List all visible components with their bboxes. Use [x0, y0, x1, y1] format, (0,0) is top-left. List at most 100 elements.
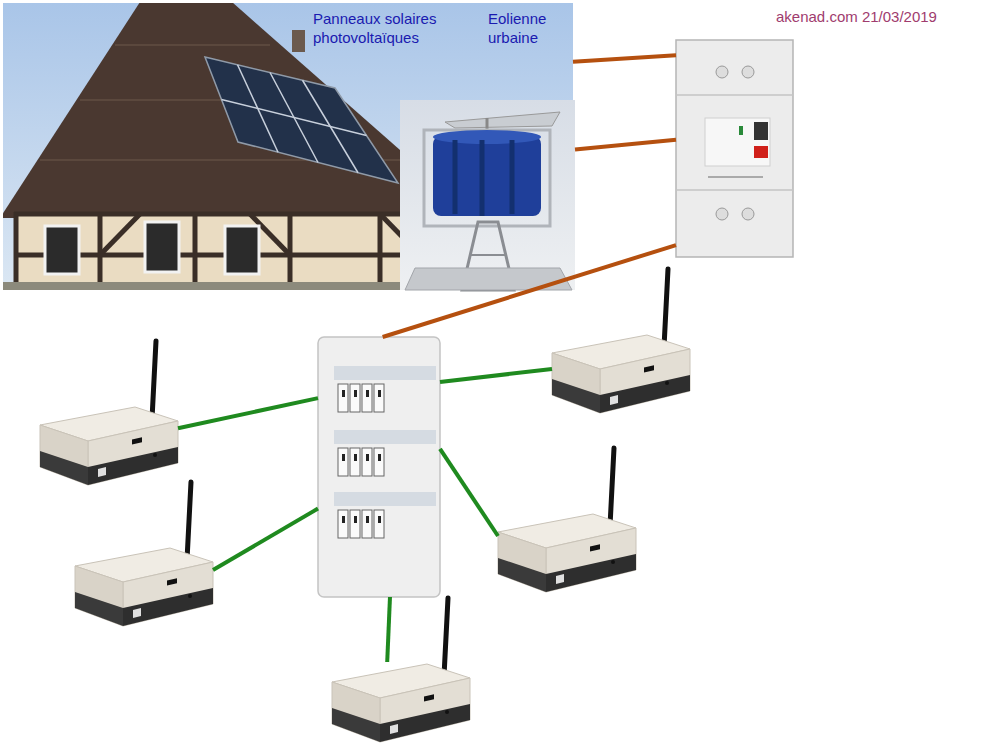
distribution-panel: [342, 390, 345, 397]
house-photo: [14, 212, 19, 290]
house-photo: [378, 212, 383, 290]
breaker-module: [705, 118, 770, 166]
wind-turbine-photo: [470, 254, 506, 256]
breaker-module: [739, 126, 743, 135]
distribution-panel: [318, 337, 440, 597]
wind-turbine-photo: [453, 140, 458, 214]
wind-turbine-photo: [445, 112, 560, 128]
distribution-panel: [350, 384, 360, 412]
distribution-panel: [350, 448, 360, 476]
house-photo: [100, 214, 140, 255]
distribution-panel: [334, 492, 436, 506]
jeedom-box: [498, 448, 636, 592]
cable-connector: [213, 509, 318, 570]
breaker-module: [742, 208, 754, 220]
solar-house-photo: Panneaux solaires photovoltaïques: [3, 3, 573, 290]
jeedom-box: [552, 333, 690, 413]
distribution-panel: [318, 337, 440, 597]
distribution-panel: [366, 516, 369, 523]
cable-connector: [440, 449, 498, 536]
jeedom-box: [75, 482, 213, 626]
wind-turbine-photo: [510, 140, 515, 214]
distribution-panel: [334, 430, 436, 444]
distribution-panel: [342, 516, 345, 523]
breaker-module: [676, 94, 793, 96]
cable-connector: [440, 369, 552, 382]
wind-turbine-photo: [480, 140, 485, 216]
watermark: akenad.com 21/03/2019: [776, 8, 937, 25]
jeedom-box: [332, 598, 470, 742]
house-photo: [145, 222, 179, 272]
jeedom-box: [498, 512, 636, 592]
distribution-panel: [378, 390, 381, 397]
distribution-panel: [318, 337, 440, 597]
house-photo: [193, 212, 198, 290]
distribution-panel: [338, 448, 348, 476]
distribution-panel: [374, 448, 384, 476]
cable-connector: [387, 597, 390, 662]
breaker-module: [754, 146, 768, 158]
jeedom-box: [332, 662, 470, 742]
distribution-panel: [334, 430, 436, 476]
house-photo: [45, 226, 79, 274]
distribution-panel: [378, 516, 381, 523]
house-photo: [14, 212, 424, 290]
jeedom-box: [552, 269, 690, 413]
breaker-module: [754, 122, 768, 140]
jeedom-box: [75, 546, 213, 626]
distribution-panel: [366, 390, 369, 397]
breaker-module: [708, 176, 763, 178]
distribution-panel: [338, 510, 348, 538]
distribution-panel: [362, 510, 372, 538]
wind-turbine-photo: Eolienne urbaine: [400, 100, 575, 290]
cable-connector: [383, 245, 676, 337]
breaker-module: [716, 208, 728, 220]
breaker-module: [676, 40, 793, 257]
house-photo: [222, 100, 367, 136]
distribution-panel: [366, 454, 369, 461]
distribution-panel: [334, 366, 436, 412]
breaker-module: [742, 66, 754, 78]
jeedom-box: [40, 269, 690, 742]
cable-connector: [178, 398, 318, 428]
distribution-panel: [362, 448, 372, 476]
wind-turbine-photo: [400, 100, 575, 290]
jeedom-box: [40, 341, 178, 485]
photo-caption: Panneaux solaires photovoltaïques: [313, 9, 463, 47]
distribution-panel: [342, 454, 345, 461]
house-photo: [292, 30, 305, 52]
wind-turbine-photo: [433, 136, 541, 216]
distribution-panel: [338, 384, 348, 412]
distribution-panel: [354, 454, 357, 461]
distribution-panel: [362, 384, 372, 412]
distribution-panel: [374, 510, 384, 538]
wind-turbine-photo: [433, 130, 541, 144]
wind-turbine-photo: [424, 130, 550, 226]
wind-turbine-photo: [400, 100, 575, 290]
distribution-panel: [378, 454, 381, 461]
distribution-panel: [374, 384, 384, 412]
cable-connector: [573, 55, 676, 62]
breaker-module: [676, 40, 793, 257]
breaker-module: [676, 189, 793, 191]
distribution-panel: [354, 390, 357, 397]
distribution-panel: [334, 492, 436, 538]
photo-caption: Eolienne urbaine: [488, 9, 570, 47]
cable-connector: [575, 140, 676, 150]
breaker-module: [676, 40, 793, 257]
distribution-panel: [354, 516, 357, 523]
distribution-panel: [350, 510, 360, 538]
jeedom-box: [40, 405, 178, 485]
house-photo: [14, 212, 424, 290]
house-photo: [225, 226, 259, 274]
house-photo: [14, 212, 424, 217]
breaker-module: [716, 66, 728, 78]
house-photo: [115, 44, 270, 46]
distribution-panel: [334, 366, 436, 380]
house-photo: [205, 57, 398, 183]
